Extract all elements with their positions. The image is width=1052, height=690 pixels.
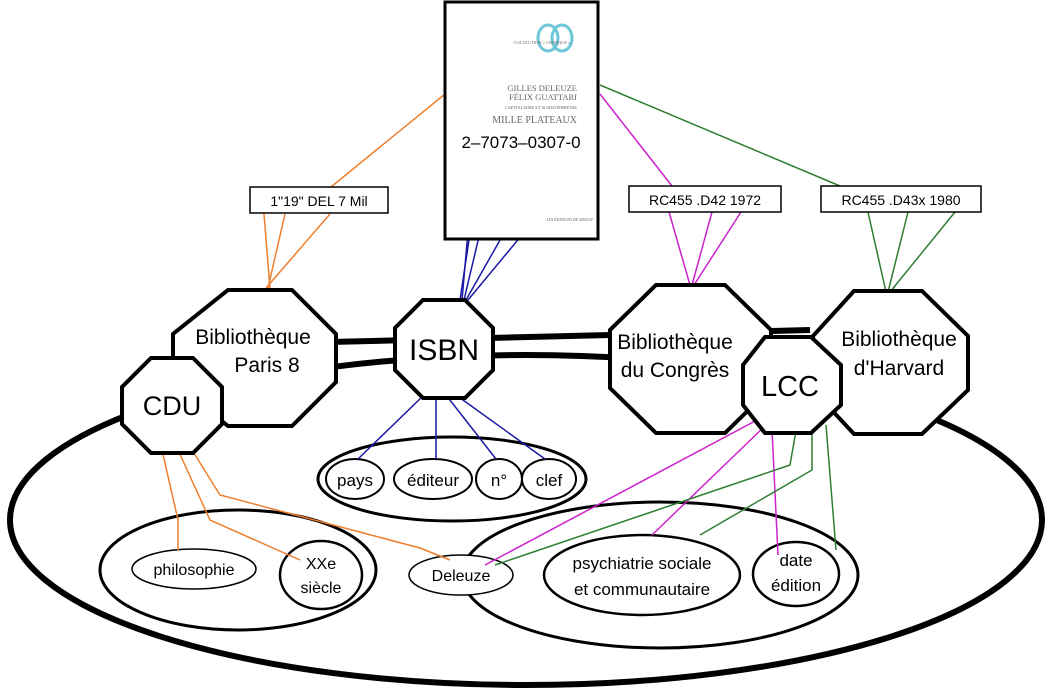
book-subtitle: CAPITALISME ET SCHIZOPHRÉNIE <box>505 105 578 110</box>
svg-text:Bibliothèque: Bibliothèque <box>195 326 311 349</box>
isbn-part-pays-label: pays <box>337 471 373 490</box>
callnumber-paris8: 1"19" DEL 7 Mil <box>249 186 389 214</box>
book-collection: COLLECTION « CRITIQUE » <box>513 40 570 45</box>
book-isbn: 2–7073–0307-0 <box>461 133 580 152</box>
callnumber-harvard: RC455 .D43x 1980 <box>820 185 982 213</box>
callnumber-congres: RC455 .D42 1972 <box>628 185 782 213</box>
node-lcc: LCC <box>741 335 843 435</box>
svg-text:Paris 8: Paris 8 <box>234 354 299 377</box>
book-publisher: LES ÉDITIONS DE MINUIT <box>545 217 593 222</box>
svg-text:d'Harvard: d'Harvard <box>854 357 944 380</box>
isbn-part-clef-label: clef <box>536 471 563 490</box>
psychiatrie-label-line1: psychiatrie sociale <box>573 554 712 573</box>
node-bibliotheque-harvard: Bibliothèque d'Harvard <box>811 289 970 436</box>
node-bibliotheque-congres: Bibliothèque du Congrès <box>608 283 773 435</box>
xxe-label-line2: siècle <box>301 580 342 597</box>
isbn-part-clef <box>521 458 577 500</box>
xxe-label-line1: XXe <box>306 556 336 573</box>
deleuze-label: Deleuze <box>432 568 491 585</box>
svg-text:CDU: CDU <box>143 391 202 421</box>
book-title: MILLE PLATEAUX <box>492 115 577 126</box>
psychiatrie-node <box>542 533 742 617</box>
svg-text:du Congrès: du Congrès <box>621 359 730 382</box>
date-label-line2: édition <box>771 576 821 595</box>
book-cover: COLLECTION « CRITIQUE » GILLES DELEUZE F… <box>443 0 600 241</box>
isbn-part-pays <box>325 458 385 500</box>
xxe-siecle-node <box>278 539 364 611</box>
deleuze-node <box>408 554 514 596</box>
paris8-connectors <box>161 93 451 561</box>
psychiatrie-label-line2: et communautaire <box>574 580 710 599</box>
date-edition-node <box>751 540 841 608</box>
node-cdu: CDU <box>120 356 224 455</box>
congres-connectors <box>484 93 779 566</box>
harvard-connectors <box>494 84 956 566</box>
callnumber-harvard-text: RC455 .D43x 1980 <box>841 192 960 208</box>
svg-text:ISBN: ISBN <box>409 334 479 367</box>
date-label-line1: date <box>779 551 812 570</box>
svg-text:Bibliothèque: Bibliothèque <box>841 328 957 351</box>
callnumber-paris8-text: 1"19" DEL 7 Mil <box>270 193 367 209</box>
isbn-part-editeur-label: éditeur <box>407 471 459 490</box>
node-isbn: ISBN <box>393 298 495 400</box>
collection-logo-icon <box>536 23 574 53</box>
isbn-part-editeur <box>393 458 473 500</box>
philosophie-label: philosophie <box>154 562 235 579</box>
svg-text:LCC: LCC <box>761 371 819 403</box>
book-author1: GILLES DELEUZE <box>507 83 577 93</box>
svg-text:Bibliothèque: Bibliothèque <box>617 331 733 354</box>
isbn-part-numero-label: n° <box>491 471 507 490</box>
philosophie-node <box>131 548 257 590</box>
callnumber-congres-text: RC455 .D42 1972 <box>649 192 761 208</box>
book-author2: FÉLIX GUATTARI <box>509 92 577 102</box>
